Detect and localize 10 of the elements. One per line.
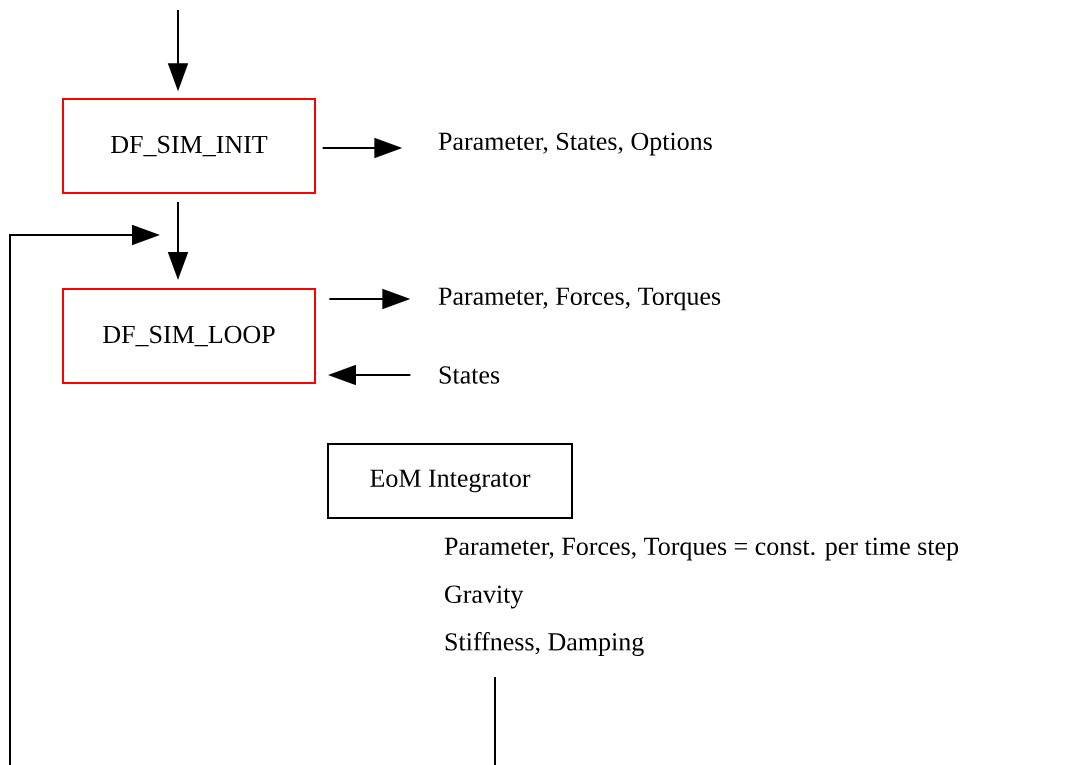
process-box: DF_SIM_INIT <box>62 98 316 194</box>
data-text: States <box>439 366 500 384</box>
data-text: Gravity <box>445 585 524 609</box>
process-box: DF_SIM_LOOP <box>62 288 316 384</box>
arrow <box>9 224 496 765</box>
data-text: Stiffness, Damping <box>445 632 644 656</box>
data-text: Parameter, States, Options <box>438 132 712 156</box>
data-text: Parameter, Forces, Torques <box>438 287 721 311</box>
process-box: EoM Integrator <box>327 443 573 519</box>
data-text: Parameter, Forces, Torques = const. per time step <box>444 537 959 561</box>
